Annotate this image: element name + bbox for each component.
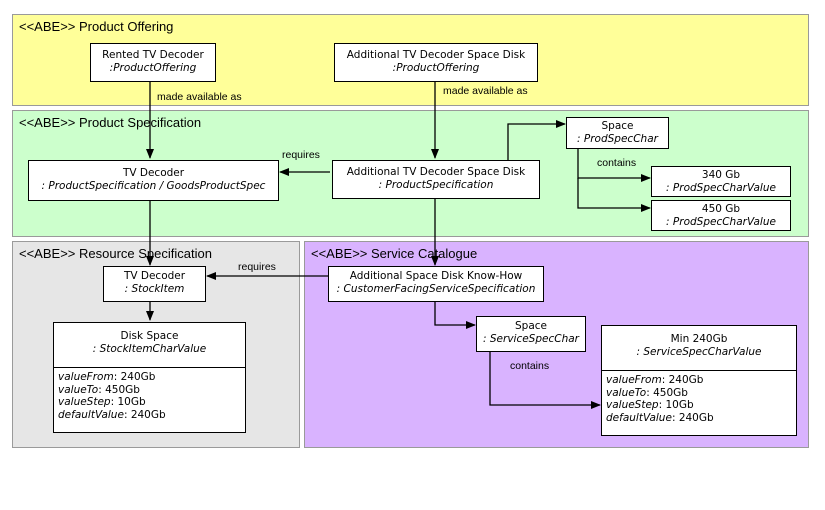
box-name: 450 Gb: [701, 203, 741, 215]
rented-tv-decoder-box: Rented TV Decoder :ProductOffering: [90, 43, 216, 82]
additional-disk-offering-box: Additional TV Decoder Space Disk :Produc…: [334, 43, 538, 82]
space-servicespecchar-box: Space : ServiceSpecChar: [476, 316, 586, 352]
region-label: <<ABE>> Product Specification: [19, 115, 202, 130]
space-prodspecchar-box: Space : ProdSpecChar: [566, 117, 669, 149]
arrow-contains-450: [577, 178, 651, 212]
label-contains-2: contains: [510, 360, 550, 372]
attribute-list: valueFrom: 240Gb valueTo: 450Gb valueSte…: [54, 367, 245, 421]
box-name: Additional TV Decoder Space Disk: [346, 49, 526, 61]
box-name: Rented TV Decoder: [102, 49, 204, 61]
box-type: : ServiceSpecCharValue: [636, 346, 762, 358]
box-name: 340 Gb: [701, 169, 741, 181]
region-label: <<ABE>> Product Offering: [19, 19, 174, 34]
box-type: : ProductSpecification: [378, 179, 494, 191]
box-name: Min 240Gb: [670, 333, 728, 345]
attribute-row: defaultValue: 240Gb: [58, 408, 166, 421]
arrow-service-to-space: [434, 302, 476, 329]
attribute-row: valueStep: 10Gb: [58, 396, 146, 408]
box-name: Additional TV Decoder Space Disk: [346, 166, 526, 178]
box-type: : StockItemCharValue: [92, 343, 207, 355]
attribute-list: valueFrom: 240Gb valueTo: 450Gb valueSte…: [602, 370, 796, 424]
box-type: :ProductOffering: [392, 62, 480, 74]
label-requires-2: requires: [238, 261, 276, 273]
attribute-row: valueStep: 10Gb: [606, 399, 694, 411]
arrow-to-space-prodspecchar: [507, 120, 566, 160]
label-requires-1: requires: [282, 149, 320, 161]
box-name: Disk Space: [120, 330, 179, 342]
disk-space-box: Disk Space : StockItemCharValue valueFro…: [53, 322, 246, 433]
attribute-row: valueTo: 450Gb: [606, 386, 688, 399]
tv-decoder-spec-box: TV Decoder : ProductSpecification / Good…: [28, 160, 279, 201]
box-name: Space: [515, 320, 547, 332]
value-450-box: 450 Gb : ProdSpecCharValue: [651, 200, 791, 231]
box-name: TV Decoder: [122, 167, 185, 179]
box-type: : ProdSpecCharValue: [666, 182, 776, 194]
box-type: : ProdSpecCharValue: [666, 216, 776, 228]
box-name: Space: [601, 120, 634, 132]
box-type: : CustomerFacingServiceSpecification: [336, 283, 536, 295]
min-240-box: Min 240Gb : ServiceSpecCharValue valueFr…: [601, 325, 797, 436]
box-name: Additional Space Disk Know-How: [349, 270, 523, 282]
box-name: TV Decoder: [123, 270, 186, 282]
attribute-row: valueFrom: 240Gb: [606, 374, 704, 386]
attribute-row: valueFrom: 240Gb: [58, 371, 156, 383]
label-made-available-1: made available as: [157, 91, 242, 103]
box-type: : ProdSpecChar: [577, 133, 658, 145]
box-type: : ServiceSpecChar: [483, 333, 579, 345]
arrow-contains-min240: [489, 352, 601, 409]
attribute-row: valueTo: 450Gb: [58, 383, 140, 396]
attribute-row: defaultValue: 240Gb: [606, 411, 714, 424]
value-340-box: 340 Gb : ProdSpecCharValue: [651, 166, 791, 197]
box-type: :ProductOffering: [109, 62, 197, 74]
tv-decoder-stock-box: TV Decoder : StockItem: [103, 266, 206, 302]
box-type: : StockItem: [124, 283, 185, 295]
label-made-available-2: made available as: [443, 85, 528, 97]
label-contains-1: contains: [597, 157, 637, 169]
region-label: <<ABE>> Resource Specification: [19, 246, 212, 261]
box-type: : ProductSpecification / GoodsProductSpe…: [41, 180, 266, 192]
additional-disk-spec-box: Additional TV Decoder Space Disk : Produ…: [332, 160, 540, 199]
know-how-box: Additional Space Disk Know-How : Custome…: [328, 266, 544, 302]
